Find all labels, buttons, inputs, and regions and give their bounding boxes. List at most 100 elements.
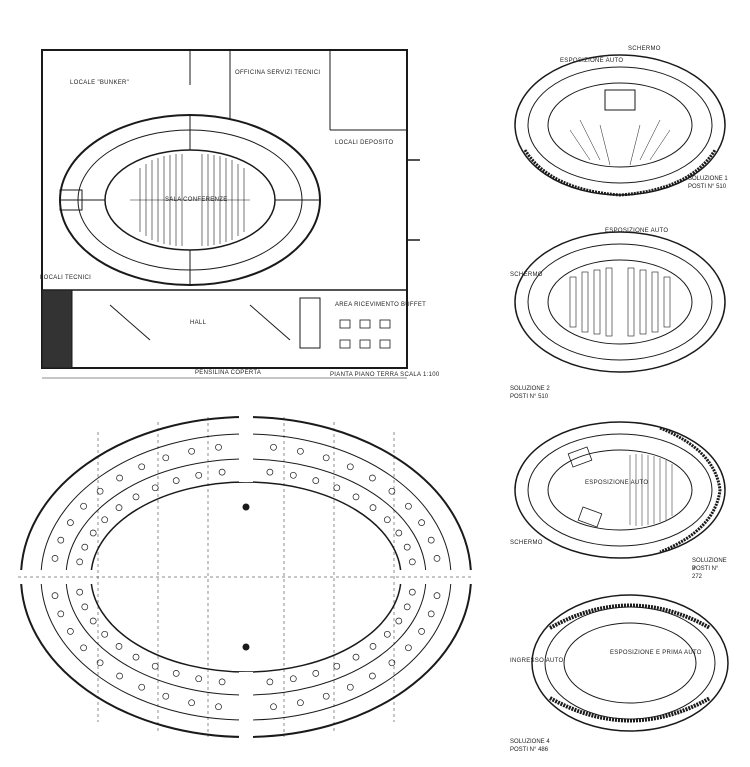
chair-symbol <box>369 672 376 680</box>
chair-symbol <box>405 644 412 652</box>
chair-symbol <box>138 683 146 691</box>
chair-symbol <box>162 692 170 700</box>
solution-2-seats: POSTI N° 510 <box>510 394 549 400</box>
ground-floor-plan: LOCALE "BUNKER" OFFICINA SERVIZI TECNICI… <box>30 40 439 390</box>
ground-floor-plan-drawing <box>41 49 420 379</box>
solution-3: ESPOSIZIONE AUTO SCHERMO SOLUZIONE 3 POS… <box>510 410 730 580</box>
solution-2-label-1: SCHERMO <box>510 272 543 278</box>
chair-symbol <box>312 477 320 484</box>
chair-symbol <box>289 471 297 479</box>
chair-symbol <box>115 504 123 511</box>
chair-symbol <box>172 670 180 677</box>
chair-symbol <box>433 592 441 599</box>
chair-symbol <box>405 502 412 510</box>
chair-symbol <box>369 504 377 511</box>
chair-symbol <box>76 588 84 596</box>
solution-4-label-1: INGRESSO AUTO <box>510 658 564 664</box>
chair-symbol <box>383 516 391 524</box>
chair-symbol <box>408 588 416 596</box>
label-area-ricevimento: AREA RICEVIMENTO BUFFET <box>335 302 427 308</box>
chair-symbol <box>67 519 74 526</box>
chair-symbol <box>132 493 140 501</box>
solution-3-label-1: SCHERMO <box>510 540 543 546</box>
chair-symbol <box>195 675 203 683</box>
solution-2-label-0: ESPOSIZIONE AUTO <box>605 228 669 234</box>
label-locali-tecnici: LOCALI TECNICI <box>40 275 92 281</box>
chair-symbol <box>297 699 304 707</box>
solution-1: ESPOSIZIONE AUTO SCHERMO SOLUZIONE 1 POS… <box>510 40 730 205</box>
label-hall: HALL <box>190 320 207 326</box>
label-officina: OFFICINA SERVIZI TECNICI <box>235 70 321 76</box>
chair-symbol <box>352 653 360 661</box>
chair-symbol <box>322 692 330 700</box>
chair-symbol <box>116 672 123 680</box>
chair-symbol <box>80 502 87 510</box>
chair-symbol <box>116 474 123 482</box>
chair-symbol <box>57 610 65 618</box>
chair-symbol <box>89 617 97 625</box>
chair-symbol <box>81 603 89 611</box>
chair-symbol <box>388 659 396 667</box>
chair-symbol <box>297 447 304 455</box>
chair-symbol <box>51 592 59 599</box>
solution-3-title: SOLUZIONE 3 <box>692 558 727 572</box>
chair-symbol <box>138 463 146 471</box>
chair-symbol <box>115 643 123 650</box>
chair-symbol <box>218 678 226 686</box>
chair-symbol <box>427 610 435 618</box>
chair-symbol <box>312 670 320 677</box>
chair-symbol <box>388 487 396 495</box>
solution-2: ESPOSIZIONE AUTO SCHERMO SOLUZIONE 2 POS… <box>510 222 730 402</box>
chair-symbol <box>89 529 97 537</box>
chair-symbol <box>81 543 89 551</box>
chair-symbol <box>172 477 180 484</box>
label-locali-deposito: LOCALI DEPOSITO <box>335 140 394 146</box>
solution-1-drawing <box>514 54 726 197</box>
solution-1-seats: POSTI N° 510 <box>688 184 727 190</box>
chair-symbol <box>80 644 87 652</box>
chair-symbol <box>369 474 376 482</box>
chair-symbol <box>151 662 159 670</box>
chair-symbol <box>403 603 411 611</box>
solution-4: ESPOSIZIONE E PRIMA AUTO INGRESSO AUTO S… <box>510 588 730 758</box>
chair-symbol <box>266 468 274 476</box>
chair-symbol <box>96 487 104 495</box>
chair-symbol <box>418 628 425 635</box>
solution-4-seats: POSTI N° 486 <box>510 747 549 753</box>
solution-4-drawing <box>531 594 729 732</box>
chair-symbol <box>218 468 226 476</box>
chair-symbol <box>427 536 435 544</box>
chair-symbol <box>57 536 65 544</box>
solution-1-title: SOLUZIONE 1 <box>688 176 728 182</box>
chair-symbol <box>346 463 354 471</box>
solution-3-seats: POSTI N° 272 <box>692 566 719 580</box>
chair-symbol <box>322 454 330 462</box>
label-sala-conferenze: SALA CONFERENZE <box>165 197 228 203</box>
chair-symbol <box>188 447 195 455</box>
chair-symbol <box>76 558 84 566</box>
label-pensilina: PENSILINA COPERTA <box>195 370 262 376</box>
plan-caption: PIANTA PIANO TERRA scala 1:100 <box>330 372 440 378</box>
solution-4-title: SOLUZIONE 4 <box>510 739 550 745</box>
chair-symbol <box>188 699 195 707</box>
solution-1-label-1: SCHERMO <box>628 46 661 52</box>
chair-symbol <box>266 678 274 686</box>
solution-1-label-0: ESPOSIZIONE AUTO <box>560 58 624 64</box>
detailed-oval-plan <box>18 412 474 742</box>
detailed-oval-drawing <box>18 412 474 742</box>
chair-symbol <box>101 516 109 524</box>
chair-symbol <box>215 703 222 711</box>
chair-symbol <box>333 484 341 492</box>
chair-symbol <box>369 643 377 650</box>
chair-symbol <box>433 555 441 562</box>
chair-symbol <box>195 471 203 479</box>
chair-symbol <box>270 703 277 711</box>
chair-symbol <box>132 653 140 661</box>
chair-symbol <box>352 493 360 501</box>
label-locale-bunker: LOCALE "BUNKER" <box>70 80 130 86</box>
solution-2-drawing <box>514 231 726 373</box>
chair-symbol <box>418 519 425 526</box>
chair-symbol <box>215 443 222 451</box>
chair-symbol <box>333 662 341 670</box>
chair-symbol <box>408 558 416 566</box>
